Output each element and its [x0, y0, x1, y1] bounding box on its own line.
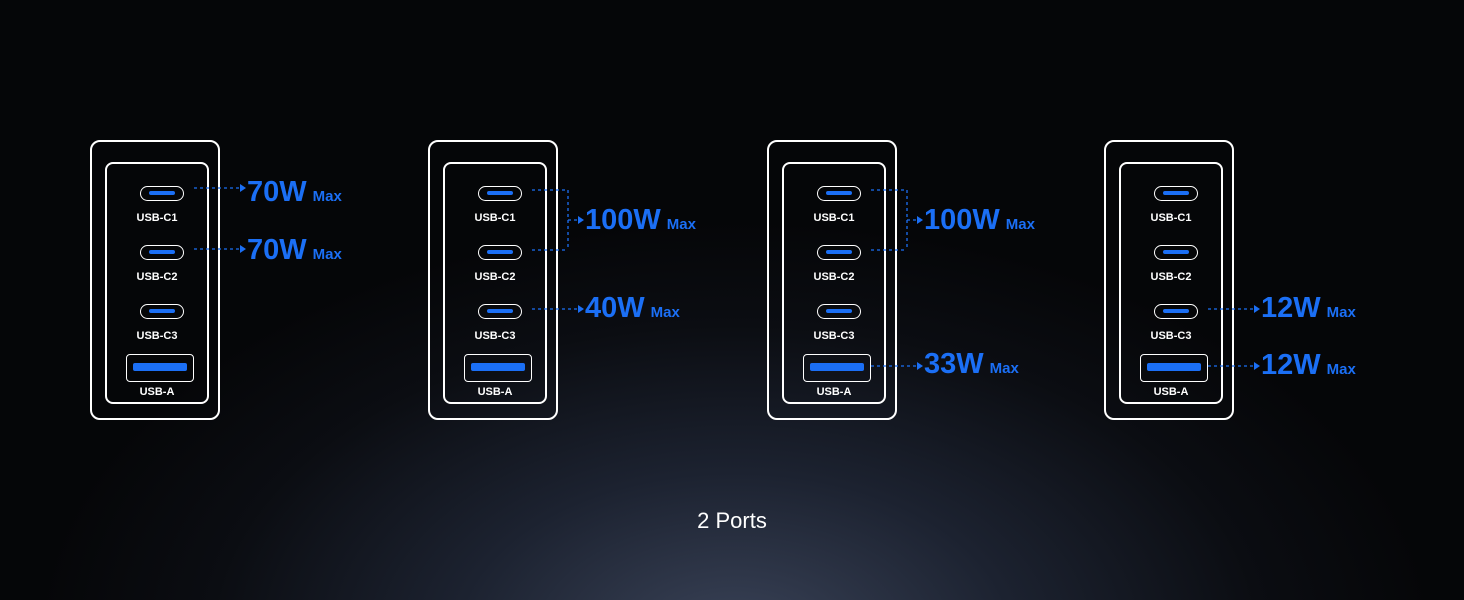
usb-c3-label: USB-C3	[136, 330, 178, 342]
charger-outline-3: USB-C1 USB-C2 USB-C3 USB-A	[767, 140, 897, 420]
arrowhead	[578, 305, 584, 313]
wattage-unit: Max	[312, 188, 342, 205]
output-label: 40W Max	[585, 292, 680, 325]
usb-c2-label: USB-C2	[813, 271, 855, 283]
usb-c2-port	[478, 245, 522, 260]
output-label: 70W Max	[247, 234, 342, 267]
caption-title: 2 Ports	[697, 508, 767, 533]
wattage-unit: Max	[666, 216, 696, 233]
usb-a-port	[803, 354, 871, 382]
output-label: 100W Max	[585, 204, 696, 237]
usb-c1-label: USB-C1	[1150, 212, 1192, 224]
port-panel-3: USB-C1 USB-C2 USB-C3 USB-A	[782, 162, 886, 404]
wattage-unit: Max	[1326, 361, 1356, 378]
wattage-value: 12W	[1261, 292, 1321, 324]
usb-c3-port	[140, 304, 184, 319]
wattage-value: 12W	[1261, 349, 1321, 381]
arrowhead	[240, 245, 246, 253]
usb-a-label: USB-A	[477, 386, 513, 398]
wattage-unit: Max	[312, 246, 342, 263]
output-label: 12W Max	[1261, 349, 1356, 382]
port-panel-4: USB-C1 USB-C2 USB-C3 USB-A	[1119, 162, 1223, 404]
usb-c2-label: USB-C2	[1150, 271, 1192, 283]
wattage-unit: Max	[650, 304, 680, 321]
usb-a-label: USB-A	[816, 386, 852, 398]
wattage-value: 100W	[585, 204, 661, 236]
charger-outline-1: USB-C1 USB-C2 USB-C3 USB-A	[90, 140, 220, 420]
usb-c2-label: USB-C2	[136, 271, 178, 283]
usb-c1-label: USB-C1	[813, 212, 855, 224]
usb-c2-port	[140, 245, 184, 260]
usb-c3-port	[817, 304, 861, 319]
output-label: 12W Max	[1261, 292, 1356, 325]
wattage-unit: Max	[1326, 304, 1356, 321]
usb-c1-label: USB-C1	[474, 212, 516, 224]
wattage-value: 70W	[247, 234, 307, 266]
usb-c1-port	[478, 186, 522, 201]
usb-c3-label: USB-C3	[1150, 330, 1192, 342]
usb-c1-port	[140, 186, 184, 201]
usb-a-label: USB-A	[139, 386, 175, 398]
usb-c1-port	[1154, 186, 1198, 201]
arrowhead	[1254, 362, 1260, 370]
usb-c2-port	[1154, 245, 1198, 260]
arrowhead	[578, 216, 584, 224]
port-panel-2: USB-C1 USB-C2 USB-C3 USB-A	[443, 162, 547, 404]
usb-c1-label: USB-C1	[136, 212, 178, 224]
arrowhead	[917, 216, 923, 224]
usb-a-label: USB-A	[1153, 386, 1189, 398]
wattage-unit: Max	[1005, 216, 1035, 233]
usb-a-port	[464, 354, 532, 382]
arrowhead	[1254, 305, 1260, 313]
usb-c3-port	[1154, 304, 1198, 319]
wattage-unit: Max	[989, 360, 1019, 377]
wattage-value: 33W	[924, 348, 984, 380]
usb-a-port	[1140, 354, 1208, 382]
usb-c2-port	[817, 245, 861, 260]
port-panel-1: USB-C1 USB-C2 USB-C3 USB-A	[105, 162, 209, 404]
usb-c3-port	[478, 304, 522, 319]
wattage-value: 40W	[585, 292, 645, 324]
charger-outline-2: USB-C1 USB-C2 USB-C3 USB-A	[428, 140, 558, 420]
wattage-value: 100W	[924, 204, 1000, 236]
arrowhead	[240, 184, 246, 192]
usb-c3-label: USB-C3	[813, 330, 855, 342]
usb-c3-label: USB-C3	[474, 330, 516, 342]
usb-c1-port	[817, 186, 861, 201]
usb-a-port	[126, 354, 194, 382]
usb-c2-label: USB-C2	[474, 271, 516, 283]
wattage-value: 70W	[247, 176, 307, 208]
output-label: 70W Max	[247, 176, 342, 209]
charger-outline-4: USB-C1 USB-C2 USB-C3 USB-A	[1104, 140, 1234, 420]
arrowhead	[917, 362, 923, 370]
output-label: 33W Max	[924, 348, 1019, 381]
output-label: 100W Max	[924, 204, 1035, 237]
